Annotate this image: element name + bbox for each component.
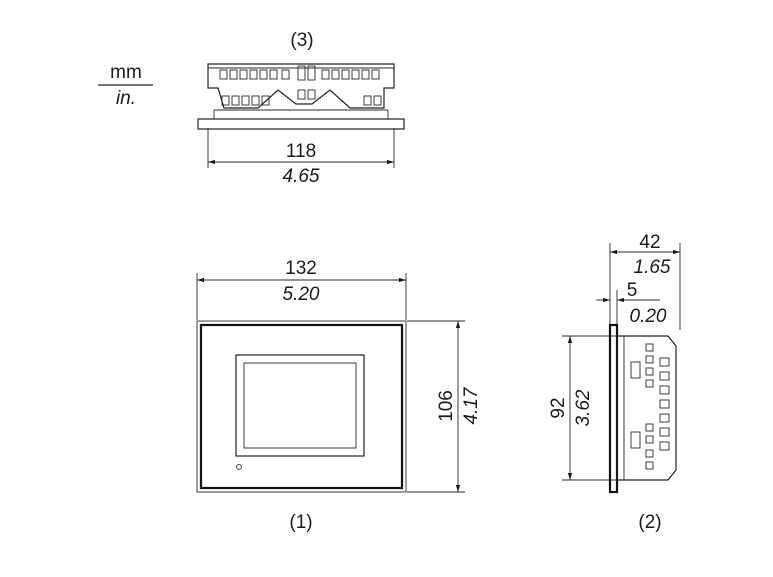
top-view-body [207, 63, 395, 109]
side-view-label: (2) [638, 512, 661, 533]
top-view-label: (3) [290, 30, 313, 51]
unit-mm-label: mm [110, 62, 142, 83]
top-width-in: 4.65 [283, 166, 320, 187]
front-panel-outer [196, 320, 407, 493]
top-view: (3) 118 4.65 [197, 30, 405, 187]
side-bezel [608, 323, 619, 494]
front-width-in: 5.20 [283, 284, 320, 305]
front-height-in: 4.17 [461, 386, 482, 424]
front-view: 132 5.20 106 4.17 (1) [196, 258, 482, 533]
side-connectors [630, 343, 670, 470]
top-width-mm: 118 [286, 141, 316, 162]
side-depth-in: 1.65 [634, 257, 671, 278]
front-display-screen [243, 362, 357, 449]
units-legend: mm in. [98, 62, 153, 109]
front-panel-bezel [199, 323, 404, 490]
side-bezel-in: 0.20 [630, 306, 667, 327]
front-display-frame [235, 354, 365, 457]
front-view-label: (1) [289, 512, 312, 533]
front-width-mm: 132 [285, 258, 317, 279]
top-view-connectors [219, 65, 382, 106]
side-view: 42 1.65 5 0.20 92 3.62 (2) [548, 232, 681, 533]
side-bezel-mm: 5 [627, 280, 638, 301]
side-height-in: 3.62 [573, 389, 594, 426]
front-height-mm: 106 [436, 390, 457, 422]
side-height-mm: 92 [548, 397, 569, 418]
front-led-indicator [236, 464, 242, 470]
top-view-flange [197, 118, 405, 130]
side-depth-mm: 42 [639, 232, 660, 253]
unit-in-label: in. [116, 88, 136, 109]
